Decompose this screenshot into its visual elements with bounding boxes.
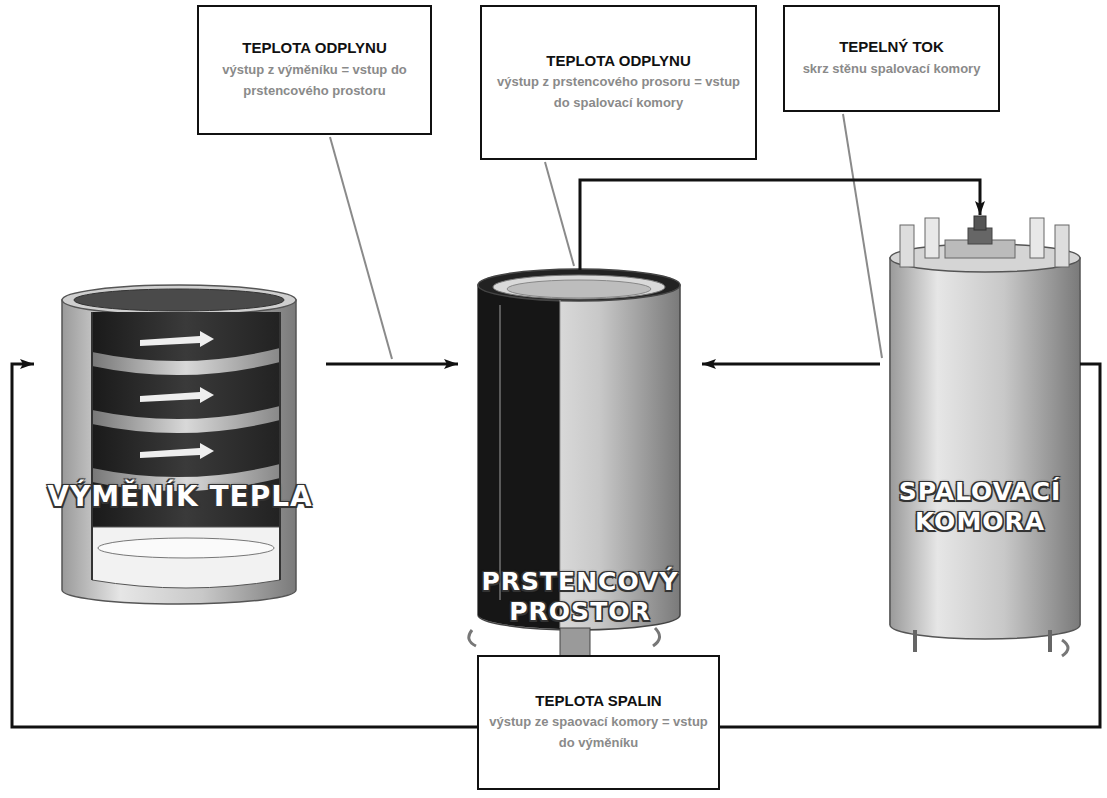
callout-box: TEPLOTA ODPLYNUvýstup z prstencového pro…: [480, 5, 757, 160]
callout-heading: TEPLOTA SPALIN: [535, 691, 661, 711]
callout-heading: TEPELNÝ TOK: [839, 37, 944, 57]
part-label: VÝMĚNÍK TEPLA: [47, 480, 313, 514]
callout-text: skrz stěnu spalovací komory: [803, 59, 981, 80]
callout-text: výstup z prstencového prosoru = vstup do…: [490, 72, 747, 114]
annular-space: PRSTENCOVÝ PROSTOR: [458, 270, 702, 640]
combustion-chamber: SPALOVACÍ KOMORA: [880, 215, 1080, 645]
callout-heading: TEPLOTA ODPLYNU: [546, 51, 690, 71]
flow-arrow: [326, 363, 458, 366]
callout-heading: TEPLOTA ODPLYNU: [242, 38, 386, 58]
callout-text: výstup z výměníku = vstup do prstencovéh…: [207, 60, 422, 102]
callout-box: TEPELNÝ TOKskrz stěnu spalovací komory: [783, 5, 1000, 112]
flow-arrow: [580, 180, 980, 270]
flow-arrow: [702, 363, 880, 366]
part-label: PRSTENCOVÝ PROSTOR: [458, 567, 702, 627]
callout-box: TEPLOTA ODPLYNUvýstup z výměníku = vstup…: [197, 5, 432, 135]
combustion-chamber-drawing: [890, 216, 1080, 656]
part-label: SPALOVACÍ KOMORA: [880, 477, 1080, 537]
heat-exchanger-drawing: [62, 285, 296, 604]
callout-text: výstup ze spaovací komory = vstup do vým…: [487, 712, 710, 754]
callout-box: TEPLOTA SPALINvýstup ze spaovací komory …: [477, 655, 720, 790]
heat-exchanger: VÝMĚNÍK TEPLA: [34, 285, 326, 600]
